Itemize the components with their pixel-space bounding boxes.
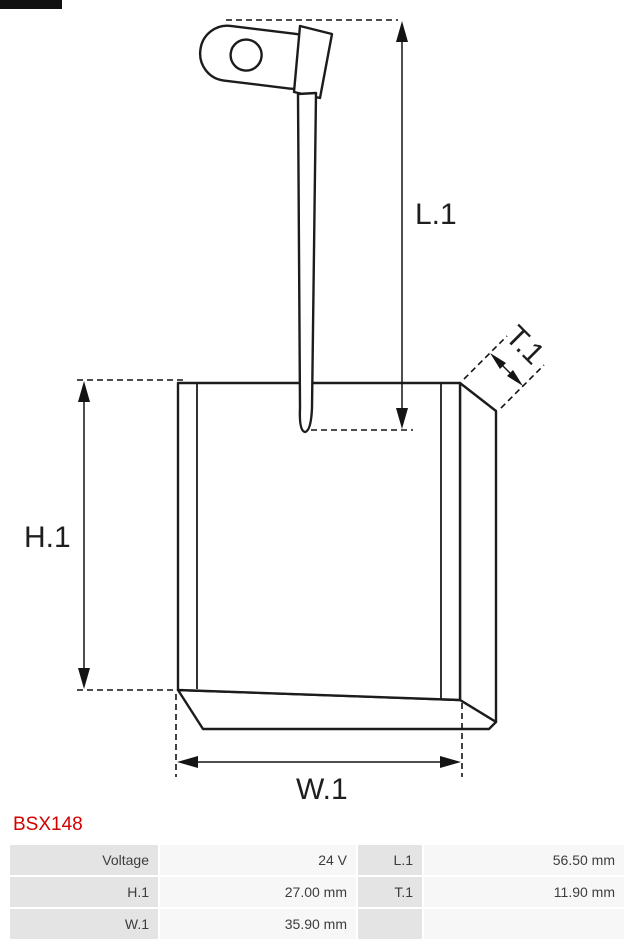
part-number: BSX148 <box>13 814 83 835</box>
eyelet-hole <box>229 38 263 72</box>
dimension-label-t1: T.1 <box>499 319 551 371</box>
spec-label-h1: H.1 <box>8 875 160 909</box>
brush-body <box>176 381 498 731</box>
lead-wire <box>296 91 318 434</box>
spec-table: Voltage 24 V L.1 56.50 mm H.1 27.00 mm T… <box>8 843 626 941</box>
spec-value-w1: 35.90 mm <box>158 907 358 941</box>
terminal-crimp <box>292 24 334 100</box>
logo-fragment <box>0 0 62 9</box>
spec-value-t1: 11.90 mm <box>422 875 626 909</box>
spec-value-empty <box>422 907 626 941</box>
spec-label-empty <box>356 907 424 941</box>
spec-value-h1: 27.00 mm <box>158 875 358 909</box>
dimension-label-w1: W.1 <box>296 773 348 806</box>
technical-drawing-area: L.1 H.1 W.1 T.1 <box>0 0 551 806</box>
terminal-eyelet <box>198 24 321 90</box>
dimension-label-l1: L.1 <box>415 198 457 231</box>
spec-value-voltage: 24 V <box>158 843 358 877</box>
dimension-h1: H.1 <box>24 379 187 691</box>
dimension-l1: L.1 <box>226 19 457 431</box>
dimension-label-h1: H.1 <box>24 521 71 554</box>
brush-diagram: L.1 H.1 W.1 T.1 <box>0 0 551 806</box>
brush-front-face <box>176 381 462 702</box>
spec-label-t1: T.1 <box>356 875 424 909</box>
spec-label-w1: W.1 <box>8 907 160 941</box>
spec-row: W.1 35.90 mm <box>8 907 626 941</box>
spec-row: Voltage 24 V L.1 56.50 mm <box>8 843 626 877</box>
spec-label-voltage: Voltage <box>8 843 160 877</box>
dimension-w1: W.1 <box>175 694 463 806</box>
spec-label-l1: L.1 <box>356 843 424 877</box>
brush-side-face <box>458 381 498 724</box>
spec-value-l1: 56.50 mm <box>422 843 626 877</box>
spec-row: H.1 27.00 mm T.1 11.90 mm <box>8 875 626 909</box>
